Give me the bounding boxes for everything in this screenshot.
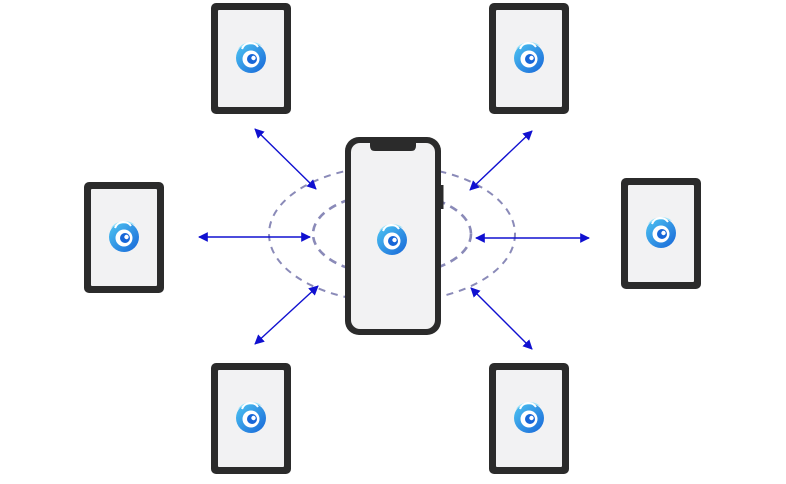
arrow-hub-top-right: [469, 130, 533, 191]
hub-phone: [345, 137, 444, 335]
phone-side-button: [441, 185, 444, 209]
tablet-bottom-right: [489, 363, 569, 474]
arrow-hub-bottom-left: [254, 285, 319, 345]
tablet-middle-left: [84, 182, 164, 293]
tablet-top-left: [211, 3, 291, 114]
arrow-hub-bottom-right: [470, 287, 533, 350]
tablet-top-right: [489, 3, 569, 114]
arrow-hub-top-left: [254, 128, 317, 190]
tablet-middle-right: [621, 178, 701, 289]
signal-ring-inner: [311, 191, 473, 277]
connection-arrows: [198, 128, 590, 350]
tablet-bottom-left: [211, 363, 291, 474]
phone-notch: [370, 143, 416, 151]
